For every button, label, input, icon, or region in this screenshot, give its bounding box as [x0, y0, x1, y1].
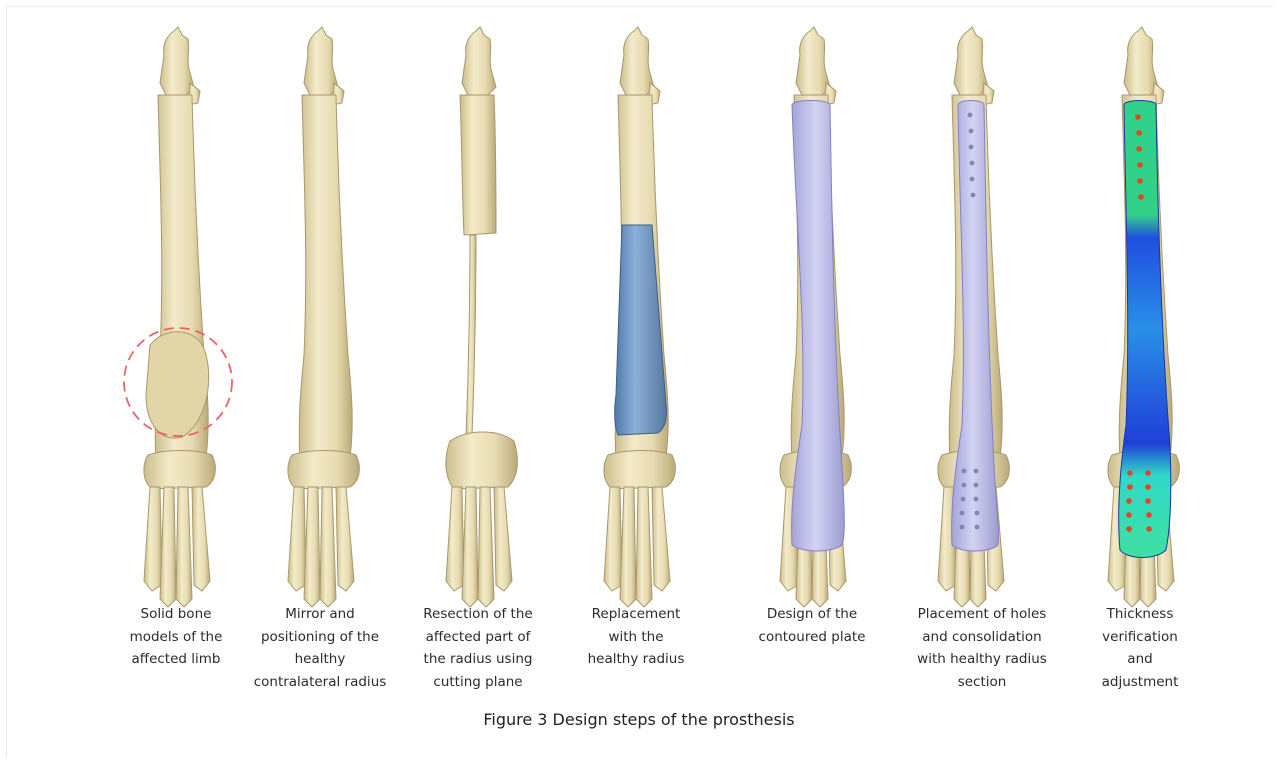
- step-7-label: Thickness verification and adjustment: [1060, 603, 1220, 693]
- step-3-label: Resection of the affected part of the ra…: [398, 603, 558, 693]
- panel-1-bone-model: [124, 27, 232, 607]
- step-4-label: Replacement with the healthy radius: [556, 603, 716, 671]
- figure-illustration: [0, 0, 1278, 700]
- figure-caption: Figure 3 Design steps of the prosthesis: [0, 710, 1278, 729]
- panel-3-resection: [446, 27, 517, 607]
- panel-7-thickness: [1108, 27, 1179, 607]
- panel-6-holes: [938, 27, 1009, 607]
- step-2-label: Mirror and positioning of the healthy co…: [240, 603, 400, 693]
- panel-4-replacement: [604, 27, 675, 607]
- panel-2-mirrored-radius: [288, 27, 359, 607]
- panel-5-contoured-plate: [780, 27, 851, 607]
- step-1-label: Solid bone models of the affected limb: [96, 603, 256, 671]
- step-6-label: Placement of holes and consolidation wit…: [902, 603, 1062, 693]
- step-5-label: Design of the contoured plate: [732, 603, 892, 648]
